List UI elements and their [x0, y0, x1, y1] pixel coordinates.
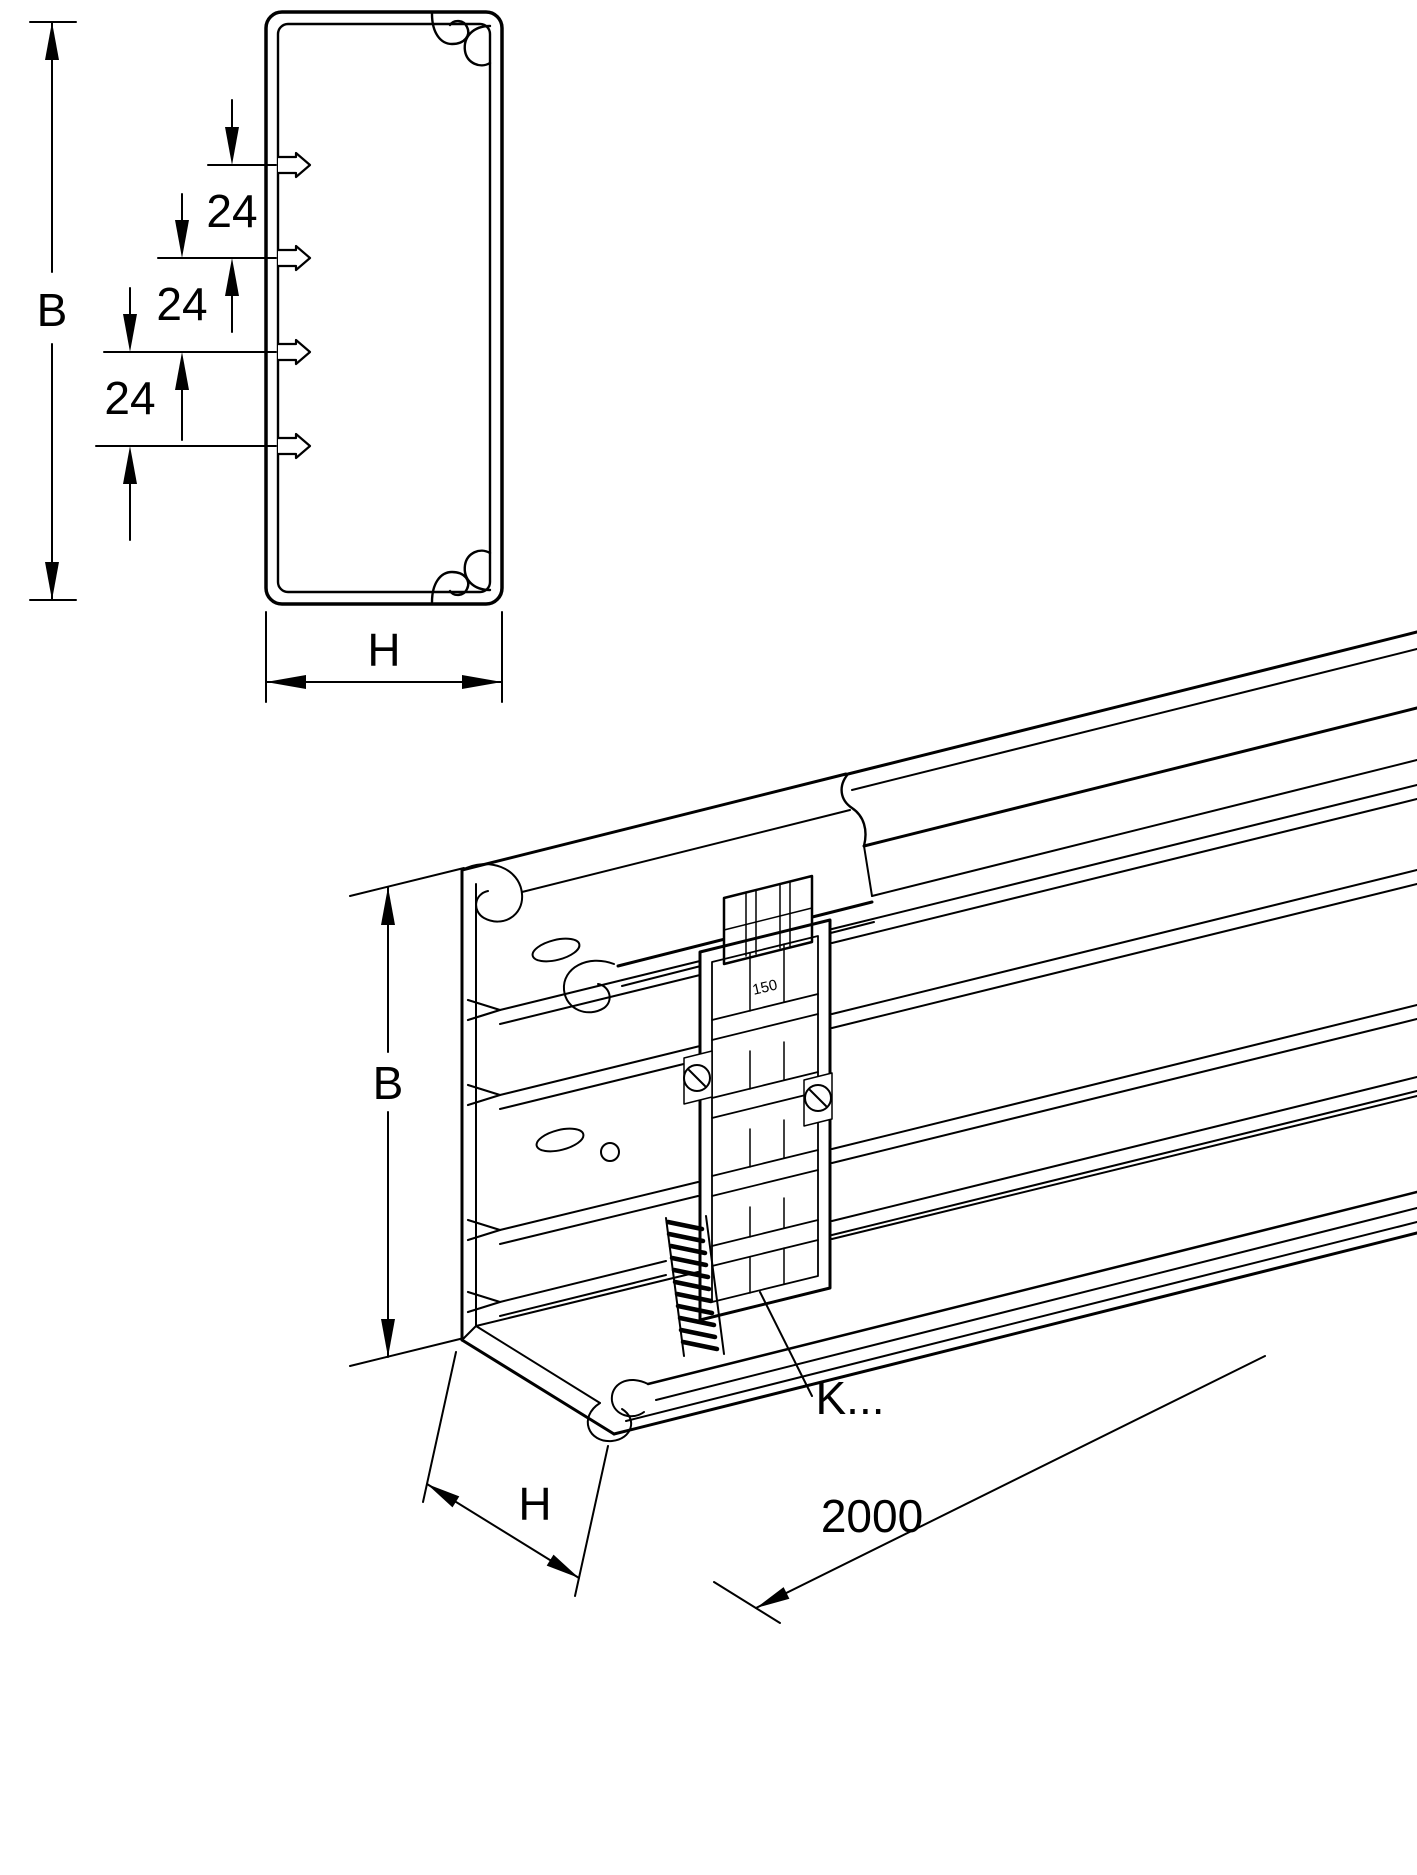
coupler-ref-label: K... [815, 1372, 884, 1424]
slot-hole [531, 937, 581, 963]
screw-icon [683, 1050, 713, 1105]
dimension-line [755, 1355, 1266, 1609]
coupler-body [698, 918, 832, 1322]
dimension-label-24: 24 [104, 372, 155, 424]
leader-line [759, 1291, 813, 1397]
dimension-24-chain: 24 24 24 [95, 99, 277, 541]
cover-end-curl [840, 772, 867, 848]
rail-curl [610, 1379, 649, 1418]
rib-end-mark [466, 1083, 502, 1107]
dimension-H-cross-section: H [265, 611, 503, 703]
coupler-callout: K... [759, 1291, 885, 1424]
arrowhead-icon [462, 675, 502, 689]
dimension-label-24: 24 [206, 185, 257, 237]
extension-line [574, 1445, 609, 1597]
knockout-tab [278, 244, 312, 272]
arrowhead-icon [546, 1554, 579, 1578]
coupler-corrugated-band [665, 1215, 725, 1357]
wall-lip-curl [562, 959, 615, 1014]
knockout-tab [278, 432, 312, 460]
snap-hook-icon [430, 570, 470, 604]
cover-strip [840, 630, 1417, 897]
extension-line [713, 1581, 781, 1624]
arrowhead-icon [123, 314, 137, 352]
coupler-cells [749, 943, 785, 1294]
duct-profile-outline [264, 10, 504, 606]
dimension-B-cross-section: B [29, 21, 77, 601]
extension-line [349, 867, 465, 897]
dimension-label-2000: 2000 [821, 1490, 923, 1542]
arrowhead-icon [45, 22, 59, 60]
coupler-marking-label: 150 [751, 977, 779, 999]
screw-icon [803, 1072, 833, 1127]
arrowhead-icon [225, 127, 239, 165]
cross-section-view: B 24 24 24 [29, 10, 504, 703]
coupler: 150 [665, 874, 833, 1357]
slot-hole [535, 1127, 585, 1153]
arrowhead-icon [225, 258, 239, 296]
dimension-label-H: H [367, 624, 400, 676]
trunking-back-wall [460, 772, 851, 1342]
arrowhead-icon [427, 1484, 460, 1508]
arrowhead-icon [175, 220, 189, 258]
dimension-label-24: 24 [156, 278, 207, 330]
knockout-tab [278, 151, 312, 179]
dimension-label-B: B [37, 284, 68, 336]
dimension-B-isometric: B [349, 867, 465, 1367]
front-wall-rail [610, 1190, 1417, 1418]
knockout-tab [278, 338, 312, 366]
wall-lip-curl [461, 863, 524, 923]
arrowhead-icon [45, 562, 59, 600]
snap-hook-icon [430, 12, 470, 46]
arrowhead-icon [175, 352, 189, 390]
arrowhead-icon [756, 1587, 790, 1608]
arrowhead-icon [266, 675, 306, 689]
arrowhead-icon [381, 887, 395, 925]
back-wall-ribs [466, 784, 1417, 1317]
arrowhead-icon [381, 1319, 395, 1357]
snap-hook-icon [463, 549, 492, 592]
dimension-length-2000: 2000 [713, 1355, 1266, 1624]
rib-end-mark [466, 998, 502, 1022]
mounting-holes [531, 937, 620, 1162]
dimension-label-H: H [518, 1478, 551, 1530]
isometric-view: 150 B H 2000 K... [349, 630, 1417, 1624]
snap-hook-icon [463, 24, 492, 67]
knockout-tabs [278, 151, 312, 460]
trunking-bottom [460, 1095, 1417, 1443]
extension-line [349, 1337, 465, 1367]
rib-end-mark [466, 1290, 502, 1314]
arrowhead-icon [123, 446, 137, 484]
round-hole [600, 1142, 620, 1162]
dimension-label-B: B [373, 1057, 404, 1109]
extension-line [422, 1351, 457, 1503]
rib-end-mark [466, 1218, 502, 1242]
coupler-rungs [711, 993, 819, 1267]
dimension-H-isometric: H [422, 1351, 609, 1597]
